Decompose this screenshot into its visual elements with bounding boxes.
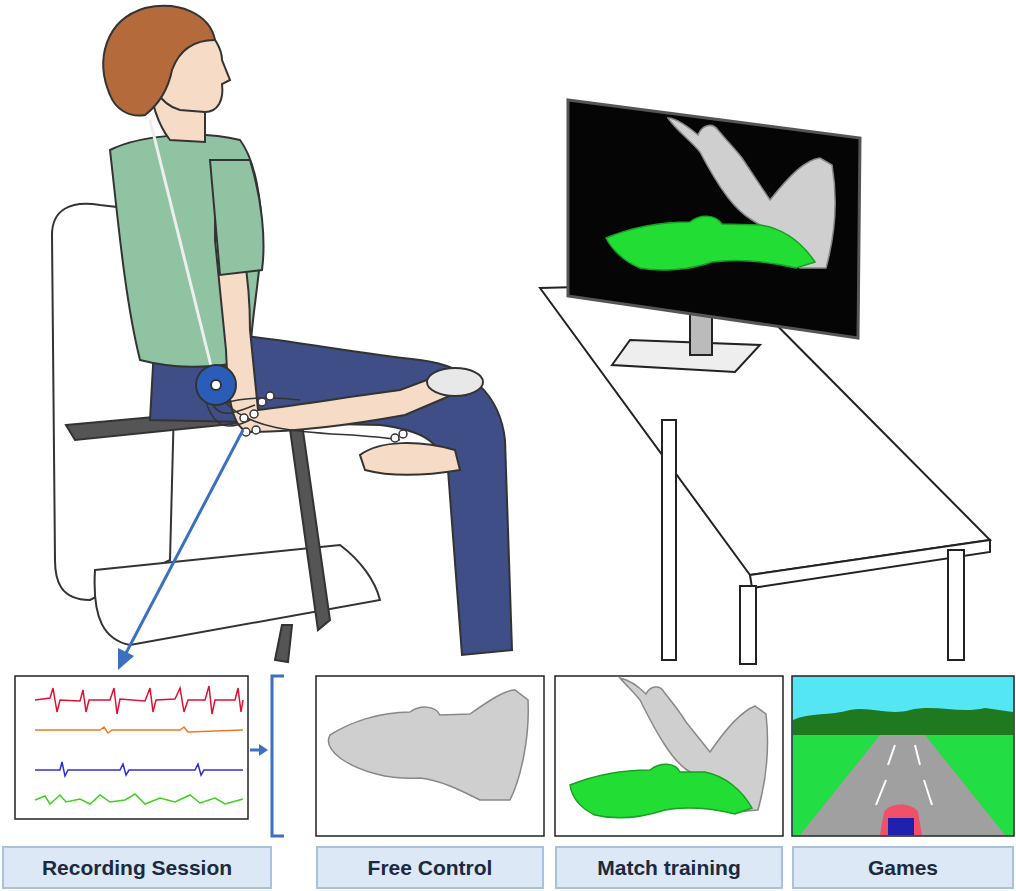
electrodes xyxy=(240,392,407,442)
emg-signal-orange xyxy=(35,727,243,733)
label-box: Match training xyxy=(555,846,783,889)
hair xyxy=(103,6,215,116)
monitor-screen xyxy=(568,100,860,338)
desk-leg xyxy=(662,420,676,660)
label-box: Games xyxy=(792,846,1014,889)
virtual-arm xyxy=(328,690,528,800)
trousers xyxy=(150,330,512,655)
monitor xyxy=(568,100,860,372)
label-box: Free Control xyxy=(316,846,544,889)
desk-leg xyxy=(740,586,756,664)
match-training-panel xyxy=(555,676,783,836)
device-button xyxy=(211,380,221,390)
recording-device xyxy=(196,365,236,405)
resting-hand xyxy=(360,443,460,475)
user-arm xyxy=(570,764,752,817)
pointer-head xyxy=(118,648,134,670)
car-window xyxy=(888,818,914,835)
grass xyxy=(793,735,1013,835)
sleeve xyxy=(210,160,264,275)
flow-arrow xyxy=(250,744,268,756)
label-box: Recording Session xyxy=(2,846,272,889)
games-panel xyxy=(792,676,1014,836)
car xyxy=(880,805,922,836)
chair-leg xyxy=(275,625,292,662)
recording-panel xyxy=(15,676,248,819)
label-text: Match training xyxy=(597,856,741,880)
label-text: Games xyxy=(868,856,938,880)
pointer-arrow xyxy=(118,430,243,670)
emg-signal-green xyxy=(35,794,243,804)
lanyard xyxy=(150,120,212,370)
panel-frame xyxy=(316,676,544,836)
electrode-wires xyxy=(206,398,400,440)
handheld-device xyxy=(427,368,483,396)
free-control-panel xyxy=(316,676,544,836)
lane-markings xyxy=(876,745,932,805)
pointer-line xyxy=(125,430,243,655)
panel-frame xyxy=(555,676,783,836)
bracket xyxy=(272,676,284,836)
desk xyxy=(540,283,990,664)
sky xyxy=(792,676,1014,836)
monitor-base xyxy=(612,340,760,372)
screen-arm-green xyxy=(606,216,815,270)
chair-arm-support xyxy=(288,410,330,630)
label-text: Recording Session xyxy=(42,856,232,880)
person xyxy=(103,6,512,655)
desk-leg xyxy=(948,550,964,660)
panel-frame xyxy=(15,676,248,819)
emg-signal-blue xyxy=(35,762,243,776)
road xyxy=(800,735,1005,835)
label-text: Free Control xyxy=(368,856,493,880)
desk-top xyxy=(540,283,990,575)
emg-signal-red xyxy=(35,686,243,714)
